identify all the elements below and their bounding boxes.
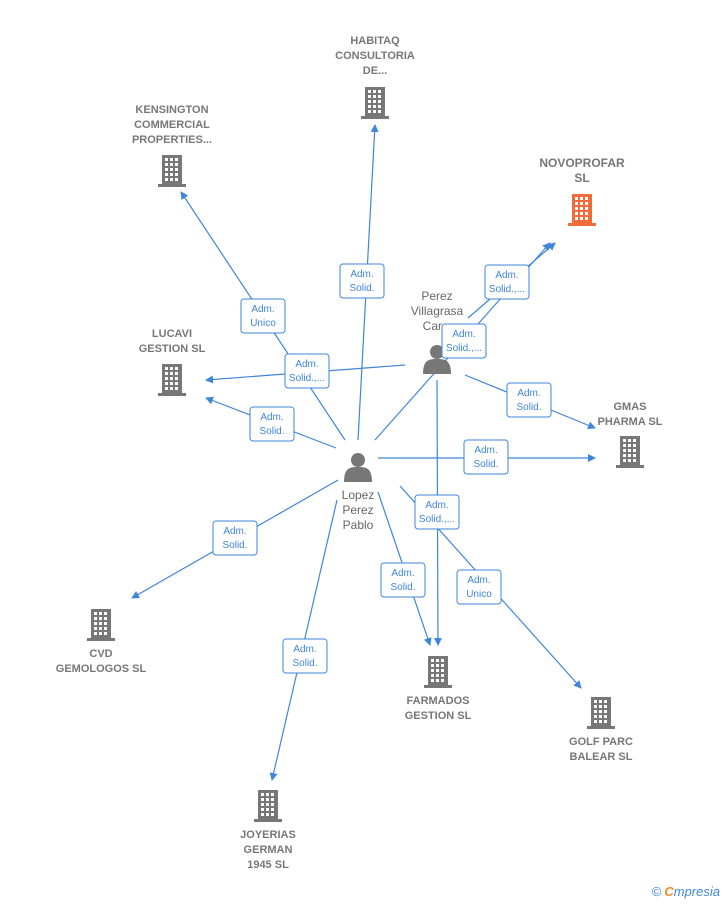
- company-label: GEMOLOGOS SL: [56, 663, 147, 675]
- company-label: SL: [574, 171, 589, 185]
- company-label: CONSULTORIA: [335, 50, 415, 62]
- company-label: BALEAR SL: [570, 751, 633, 763]
- company-node-cvd[interactable]: CVD GEMOLOGOS SL: [56, 609, 147, 675]
- building-icon: [158, 364, 186, 396]
- company-label: GMAS: [614, 401, 647, 413]
- company-label: FARMADOS: [407, 695, 470, 707]
- edge-label-perez-farmados[interactable]: Adm. Solid.,...: [414, 494, 460, 530]
- edge-label-lopez-kensington[interactable]: Adm. Unico: [240, 298, 286, 334]
- company-label: JOYERIAS: [240, 829, 296, 841]
- edge-label-lopez-habitaq[interactable]: Adm. Solid.: [339, 263, 385, 299]
- company-label: LUCAVI: [152, 328, 192, 340]
- edge-label-text: Solid.: [349, 283, 374, 294]
- company-label: GERMAN: [244, 844, 293, 856]
- company-label: GESTION SL: [405, 710, 472, 722]
- edge-label-lopez-gmas[interactable]: Adm. Solid.: [463, 439, 509, 475]
- edge-label-text: Solid.: [390, 582, 415, 593]
- person-label: Villagrasa: [411, 304, 464, 318]
- edge-label-text: Unico: [250, 318, 276, 329]
- edge-label-text: Adm.: [260, 412, 283, 423]
- company-label: GESTION SL: [139, 343, 206, 355]
- edge-label-text: Adm.: [467, 575, 490, 586]
- company-node-lucavi[interactable]: LUCAVI GESTION SL: [139, 328, 206, 396]
- person-icon: [344, 453, 372, 482]
- person-label: Lopez: [342, 488, 375, 502]
- brand-name: mpresia: [673, 884, 720, 899]
- edge-label-perez-gmas[interactable]: Adm. Solid.: [506, 382, 552, 418]
- edge-label-lopez-joyerias[interactable]: Adm. Solid.: [282, 638, 328, 674]
- building-icon: [587, 697, 615, 729]
- edge-label-text: Unico: [466, 589, 492, 600]
- company-node-kensington[interactable]: KENSINGTON COMMERCIAL PROPERTIES...: [132, 104, 212, 187]
- edge-label-text: Solid.,...: [489, 284, 525, 295]
- edge-label-text: Adm.: [474, 445, 497, 456]
- building-icon: [616, 436, 644, 468]
- person-node-perez[interactable]: PerezVillagrasaCar...: [411, 289, 464, 374]
- company-node-gmas[interactable]: GMAS PHARMA SL: [598, 401, 663, 468]
- edge-label-text: Solid.: [259, 426, 284, 437]
- building-icon: [361, 87, 389, 119]
- brand-initial: C: [664, 884, 674, 899]
- building-icon: [87, 609, 115, 641]
- company-label: 1945 SL: [247, 859, 289, 871]
- copyright-symbol: ©: [651, 884, 662, 899]
- edge-label-text: Adm.: [425, 500, 448, 511]
- company-node-joyerias[interactable]: JOYERIAS GERMAN 1945 SL: [240, 790, 296, 871]
- edge-label-text: Adm.: [517, 388, 540, 399]
- edge-label-lopez-golfparc[interactable]: Adm. Unico: [456, 569, 502, 605]
- building-icon: [568, 194, 596, 226]
- company-label: DE...: [363, 65, 387, 77]
- edge-label-text: Adm.: [223, 526, 246, 537]
- edge-label-text: Adm.: [295, 359, 318, 370]
- edge-label-text: Adm.: [495, 270, 518, 281]
- nodes-layer: HABITAQ CONSULTORIA DE... KENSINGTON COMMERC…: [56, 35, 663, 871]
- edge-label-text: Adm.: [251, 304, 274, 315]
- company-label: PROPERTIES...: [132, 134, 212, 146]
- edge-label-lopez-cvd[interactable]: Adm. Solid.: [212, 520, 258, 556]
- edge-label-text: Adm.: [391, 568, 414, 579]
- company-label: NOVOPROFAR: [539, 156, 625, 170]
- company-label: HABITAQ: [350, 35, 400, 47]
- edge-label-text: Adm.: [293, 644, 316, 655]
- company-label: KENSINGTON: [135, 104, 208, 116]
- edges-layer: [131, 124, 596, 781]
- person-icon: [423, 345, 451, 374]
- edge-labels-layer: Adm.Solid.Adm.UnicoAdm.Solid.,...Adm.Sol…: [212, 263, 552, 674]
- company-label: COMMERCIAL: [134, 119, 210, 131]
- edge-label-text: Solid.,...: [446, 343, 482, 354]
- edge-label-lopez-farmados[interactable]: Adm. Solid.: [380, 562, 426, 598]
- company-node-habitaq[interactable]: HABITAQ CONSULTORIA DE...: [335, 35, 415, 119]
- edge-label-perez-novoprofar[interactable]: Adm. Solid.,...: [441, 323, 487, 359]
- company-label: PHARMA SL: [598, 416, 663, 428]
- company-node-golfparc[interactable]: GOLF PARC BALEAR SL: [569, 697, 633, 763]
- company-node-farmados[interactable]: FARMADOS GESTION SL: [405, 656, 472, 722]
- building-icon: [158, 155, 186, 187]
- person-label: Perez: [421, 289, 452, 303]
- edge-label-text: Solid.: [516, 402, 541, 413]
- person-label: Pablo: [343, 518, 374, 532]
- edge-label-text: Solid.: [473, 459, 498, 470]
- edge-label-text: Solid.,...: [289, 373, 325, 384]
- company-label: CVD: [89, 648, 112, 660]
- edge-label-lopez-lucavi[interactable]: Adm. Solid.: [249, 406, 295, 442]
- edge-label-perez-lucavi[interactable]: Adm. Solid.,...: [284, 353, 330, 389]
- edge-label-text: Solid.: [222, 540, 247, 551]
- person-label: Perez: [342, 503, 373, 517]
- edge-label-text: Adm.: [452, 329, 475, 340]
- building-icon: [254, 790, 282, 822]
- edge-label-text: Solid.,...: [419, 514, 455, 525]
- brand-watermark[interactable]: ©Cmpresia: [652, 884, 720, 899]
- building-icon: [424, 656, 452, 688]
- company-label: GOLF PARC: [569, 736, 633, 748]
- edge-label-text: Solid.: [292, 658, 317, 669]
- edge-label-lopez-novoprofar[interactable]: Adm. Solid.,...: [484, 264, 530, 300]
- edge-label-text: Adm.: [350, 269, 373, 280]
